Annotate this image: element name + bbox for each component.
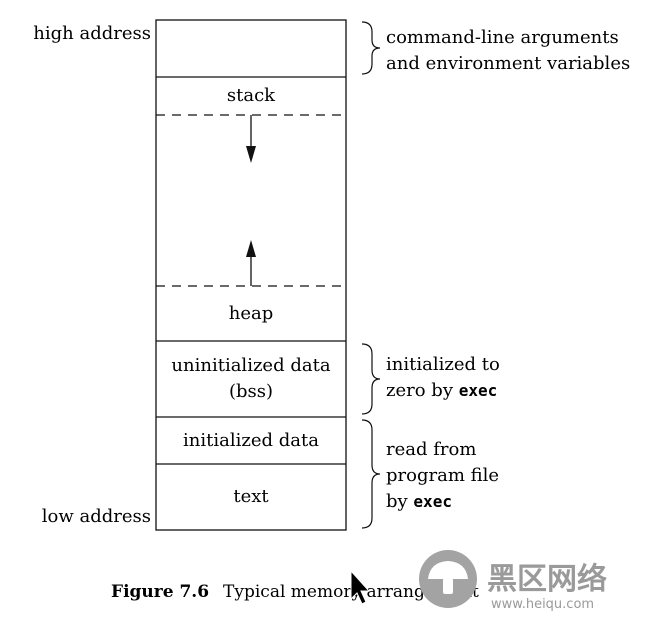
mushroom-logo-icon	[419, 550, 477, 608]
file-annotation-line1: read from	[386, 439, 476, 460]
text-label: text	[233, 486, 269, 507]
args-annotation-line2: and environment variables	[386, 53, 630, 74]
file-annotation-line2: program file	[386, 465, 499, 486]
file-annotation-line3: by exec	[386, 491, 452, 512]
bss-annotation-line1: initialized to	[386, 354, 500, 375]
bss-annotation-code: exec	[459, 381, 498, 400]
watermark-chinese: 黑区网络	[487, 562, 607, 597]
file-annotation-code: exec	[413, 492, 452, 511]
watermark-url: www.heiqu.com	[491, 597, 594, 612]
bss-label-line1: uninitialized data	[171, 355, 330, 376]
stack-growth-arrow	[246, 115, 256, 163]
memory-column	[155, 19, 347, 531]
mouse-cursor-icon	[350, 569, 371, 605]
bss-brace	[361, 343, 381, 415]
file-brace	[361, 419, 381, 529]
high-address-label: high address	[33, 23, 151, 44]
bss-annotation-line2: zero by exec	[386, 380, 497, 401]
bss-annotation-prefix: zero by	[386, 380, 459, 401]
stack-label: stack	[227, 85, 276, 106]
watermark: 黑区网络 www.heiqu.com	[419, 550, 607, 612]
file-annotation-prefix: by	[386, 491, 413, 512]
initialized-data-label: initialized data	[183, 430, 319, 451]
args-annotation-line1: command-line arguments	[386, 27, 619, 48]
args-brace	[361, 21, 381, 75]
low-address-label: low address	[42, 506, 151, 527]
heap-label: heap	[229, 303, 274, 324]
bss-label-line2: (bss)	[229, 381, 273, 402]
heap-growth-arrow	[246, 240, 256, 286]
figure-number: Figure 7.6	[111, 582, 209, 602]
